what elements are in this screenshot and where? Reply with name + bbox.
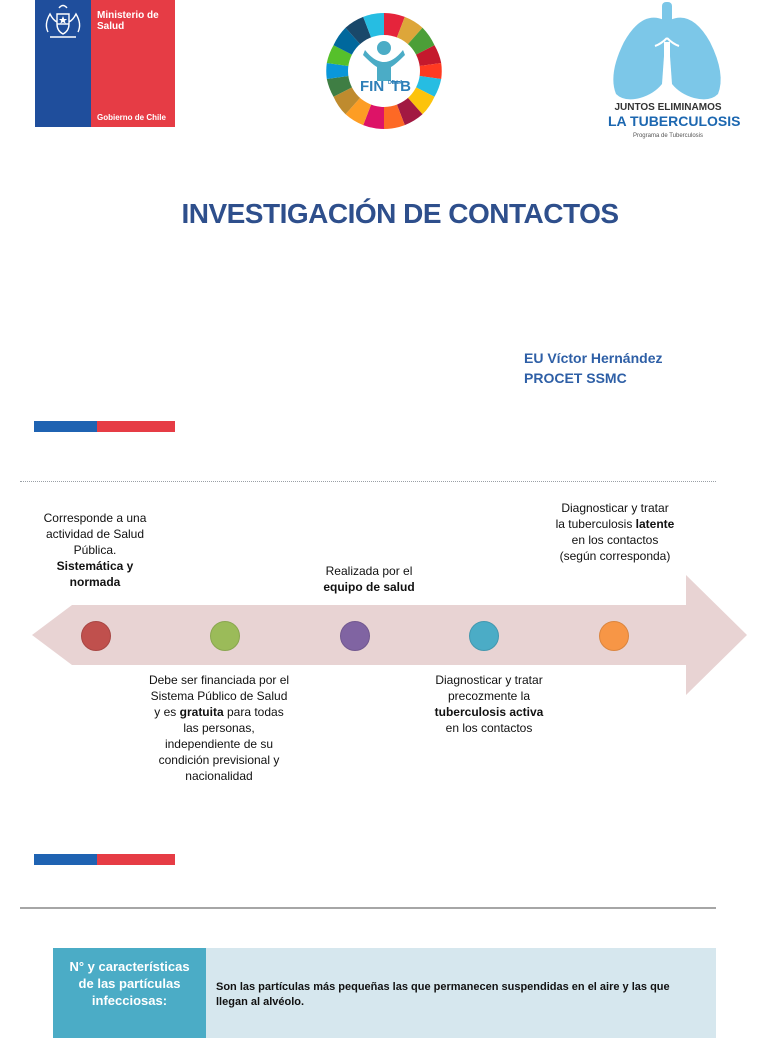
author-affiliation: PROCET SSMC (524, 370, 627, 386)
author-block: EU Víctor Hernández PROCET SSMC (524, 348, 662, 388)
timeline-text-4: Diagnosticar y tratar precozmente la tub… (434, 673, 544, 735)
campaign-line1: JUNTOS ELIMINAMOS (614, 102, 722, 113)
government-label: Gobierno de Chile (97, 113, 166, 122)
lungs-icon (613, 2, 721, 100)
flag-bar-top (34, 421, 175, 432)
flag-bar-bottom (34, 854, 175, 865)
ministry-logo: Ministerio de Salud Gobierno de Chile (35, 0, 175, 127)
dotted-divider (20, 481, 716, 482)
table-header-cell: N° y características de las partículas i… (53, 948, 206, 1038)
tb-label: TB (391, 78, 411, 95)
timeline-dot-1 (81, 621, 111, 651)
fin-label: FIN (360, 78, 384, 95)
timeline-dot-3 (340, 621, 370, 651)
sdg-wheel-icon (326, 13, 442, 129)
timeline-text-3: Realizada por el equipo de salud (323, 564, 415, 594)
fin-tb-logo: FIN DE LA TB (326, 13, 442, 129)
timeline-arrow (32, 575, 747, 695)
campaign-line3: Programa de Tuberculosis (632, 133, 704, 139)
de-la-label: DE LA (388, 80, 403, 86)
table-header-text: N° y características de las partículas i… (69, 959, 190, 1008)
chile-coat-of-arms-icon (45, 4, 81, 38)
section-divider (20, 907, 716, 909)
ministry-name: Ministerio de Salud (97, 10, 159, 32)
table-description-text: Son las partículas más pequeñas las que … (216, 981, 670, 1008)
timeline-text-5: Diagnosticar y tratar la tuberculosis la… (555, 501, 675, 563)
page-title: INVESTIGACIÓN DE CONTACTOS (181, 198, 619, 229)
campaign-line2: LA TUBERCULOSIS (608, 113, 741, 129)
campaign-logo: JUNTOS ELIMINAMOS LA TUBERCULOSIS Progra… (606, 2, 741, 142)
table-description-cell: Son las partículas más pequeñas las que … (206, 948, 716, 1038)
timeline-dot-5 (599, 621, 629, 651)
timeline-text-2: Debe ser financiada por el Sistema Públi… (148, 673, 290, 783)
timeline-text-1: Corresponde a una actividad de Salud Púb… (43, 511, 147, 589)
author-name: EU Víctor Hernández (524, 350, 663, 366)
timeline-dot-4 (469, 621, 499, 651)
timeline-dot-2 (210, 621, 240, 651)
